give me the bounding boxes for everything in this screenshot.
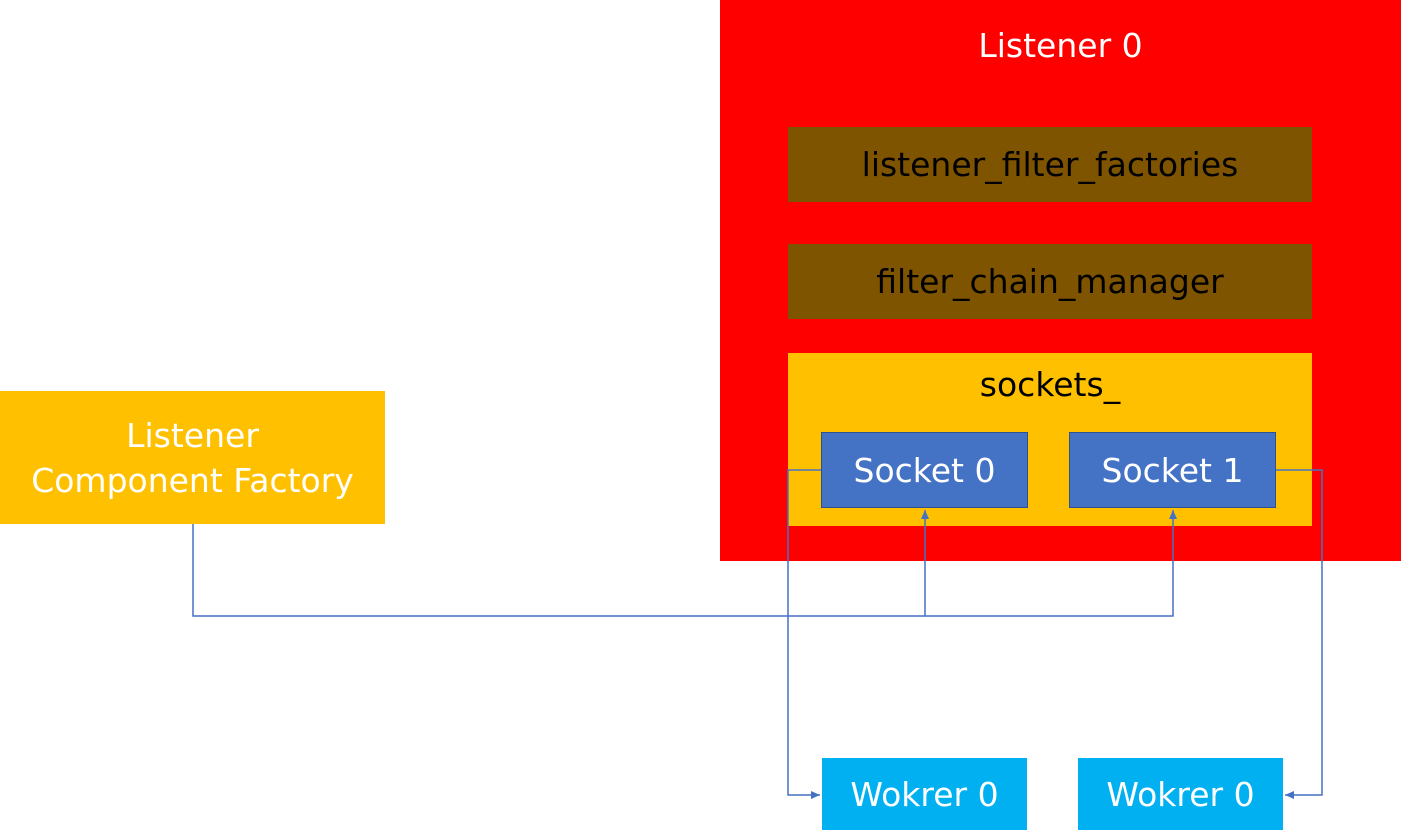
listener-filter-factories-label: listener_filter_factories [861,145,1239,184]
socket-0-box: Socket 0 [821,432,1028,508]
socket-1-box: Socket 1 [1069,432,1276,508]
socket-1-label: Socket 1 [1101,450,1244,490]
worker-right-label: Wokrer 0 [1106,774,1255,814]
worker-right-box: Wokrer 0 [1078,758,1283,830]
factory-label-line1: Listener [126,415,259,455]
worker-left-box: Wokrer 0 [822,758,1027,830]
filter-chain-manager-box: filter_chain_manager [788,244,1312,319]
socket-0-label: Socket 0 [853,450,996,490]
sockets-title: sockets_ [979,365,1121,404]
filter-chain-manager-label: filter_chain_manager [876,262,1224,301]
factory-label-line2: Component Factory [31,460,354,500]
listener-title: Listener 0 [978,26,1143,65]
listener-component-factory-box: Listener Component Factory [0,391,385,524]
worker-left-label: Wokrer 0 [850,774,999,814]
listener-filter-factories-box: listener_filter_factories [788,127,1312,202]
